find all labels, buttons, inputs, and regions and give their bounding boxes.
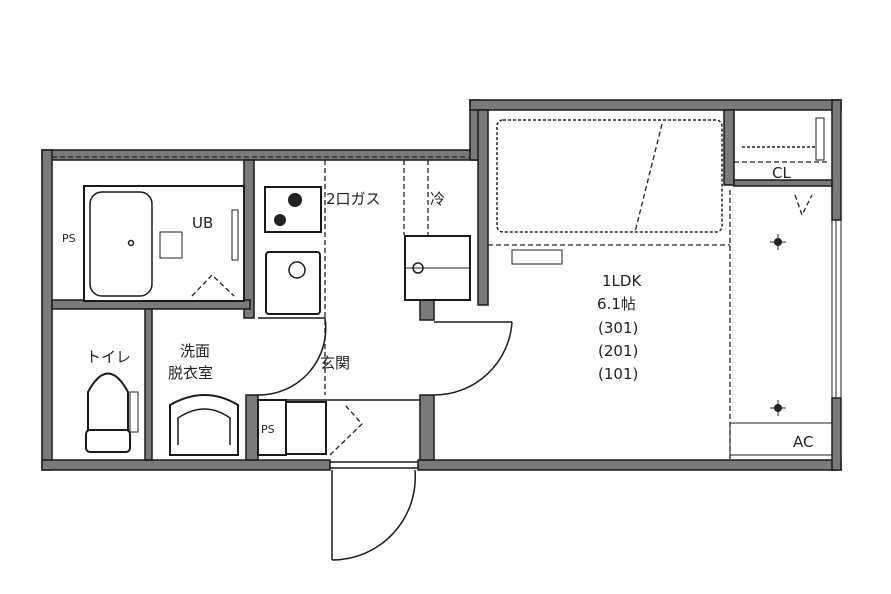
stove-label: 2口ガス bbox=[326, 190, 381, 208]
bath-label: UB bbox=[192, 214, 213, 232]
light-fixture-icon bbox=[770, 400, 786, 416]
window bbox=[831, 220, 842, 398]
outer-walls bbox=[41, 99, 842, 471]
entrance-door[interactable] bbox=[331, 469, 417, 561]
closet-label: CL bbox=[772, 164, 791, 182]
closet: CL bbox=[734, 117, 828, 217]
washroom-label-2: 脱衣室 bbox=[168, 364, 213, 382]
interior-walls bbox=[51, 109, 833, 461]
toilet: トイレ bbox=[85, 348, 139, 453]
ps-label-left: PS bbox=[62, 232, 76, 245]
entrance: 玄関 PS bbox=[257, 317, 420, 469]
kitchen: 2口ガス 冷 bbox=[264, 160, 471, 395]
unit-number-label: (201) bbox=[598, 342, 638, 360]
ldk-size-label: 6.1帖 bbox=[597, 295, 636, 313]
ac-label: AC bbox=[793, 433, 813, 451]
ldk-type-label: 1LDK bbox=[602, 272, 642, 290]
unit-bath: UB bbox=[83, 185, 245, 302]
ldk-door[interactable] bbox=[433, 321, 513, 396]
entrance-label: 玄関 bbox=[320, 354, 350, 372]
toilet-label: トイレ bbox=[86, 348, 131, 366]
washroom-label-1: 洗面 bbox=[180, 342, 210, 360]
ps-label-entrance: PS bbox=[261, 423, 275, 436]
washroom: 洗面 脱衣室 bbox=[168, 342, 239, 456]
ldk-room: 1LDK 6.1帖 (301) (201) (101) AC bbox=[488, 119, 833, 460]
unit-number-label: (101) bbox=[598, 365, 638, 383]
light-fixture-icon bbox=[770, 234, 786, 250]
unit-number-label: (301) bbox=[598, 319, 638, 337]
fridge-label: 冷 bbox=[430, 190, 445, 208]
